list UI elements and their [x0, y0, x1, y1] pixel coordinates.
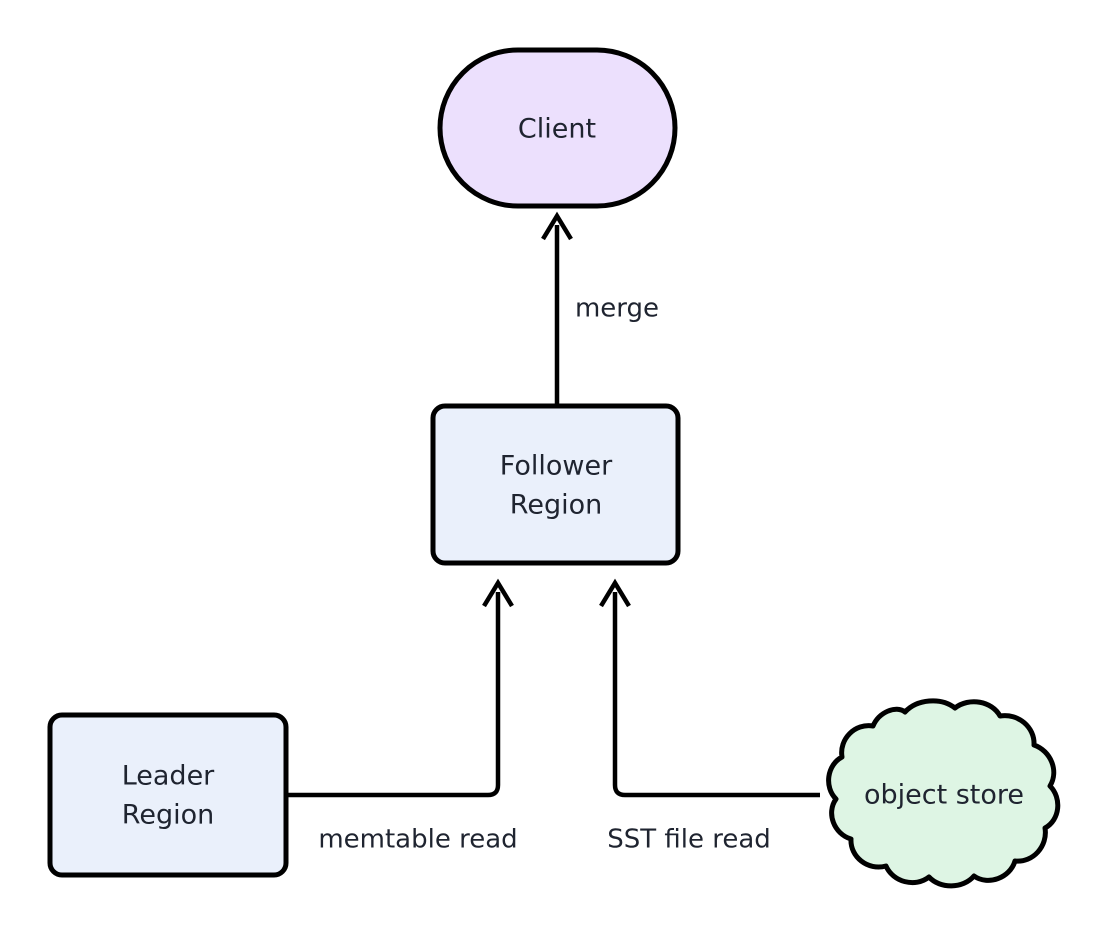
arrowhead-sst-file-read-icon [599, 578, 631, 608]
object-store-cloud-shape [826, 698, 1061, 889]
edge-line-memtable-read [287, 592, 501, 798]
follower-region-label-line1: Follower [500, 451, 613, 482]
leader-region-shape [47, 712, 289, 878]
leader-region-label-line1: Leader [122, 761, 215, 792]
client-label: Client [518, 114, 596, 145]
edge-line-sst-file-read [612, 592, 820, 798]
node-follower-region[interactable]: Follower Region [430, 403, 681, 566]
client-shape [437, 47, 678, 209]
edge-label-memtable-read: memtable read [318, 825, 517, 855]
edge-label-memtable-read-group: memtable read [318, 825, 517, 855]
edge-label-sst-file-read: SST file read [607, 825, 771, 855]
edge-label-sst-file-read-group: SST file read [607, 825, 771, 855]
edge-label-merge-group: merge [575, 294, 659, 324]
follower-region-shape [430, 403, 681, 566]
edge-follower-to-client [541, 211, 573, 406]
follower-region-label-line2: Region [510, 490, 602, 521]
node-leader-region[interactable]: Leader Region [47, 712, 289, 878]
leader-region-label-line2: Region [122, 800, 214, 831]
edge-label-merge: merge [575, 294, 659, 324]
edge-objectstore-to-follower [599, 578, 820, 798]
edge-leader-to-follower [287, 578, 514, 798]
node-object-store[interactable]: object store [826, 698, 1061, 889]
arrowhead-memtable-read-icon [482, 578, 514, 608]
arrowhead-merge-icon [541, 211, 573, 241]
object-store-label: object store [864, 780, 1024, 811]
node-client[interactable]: Client [437, 47, 678, 209]
